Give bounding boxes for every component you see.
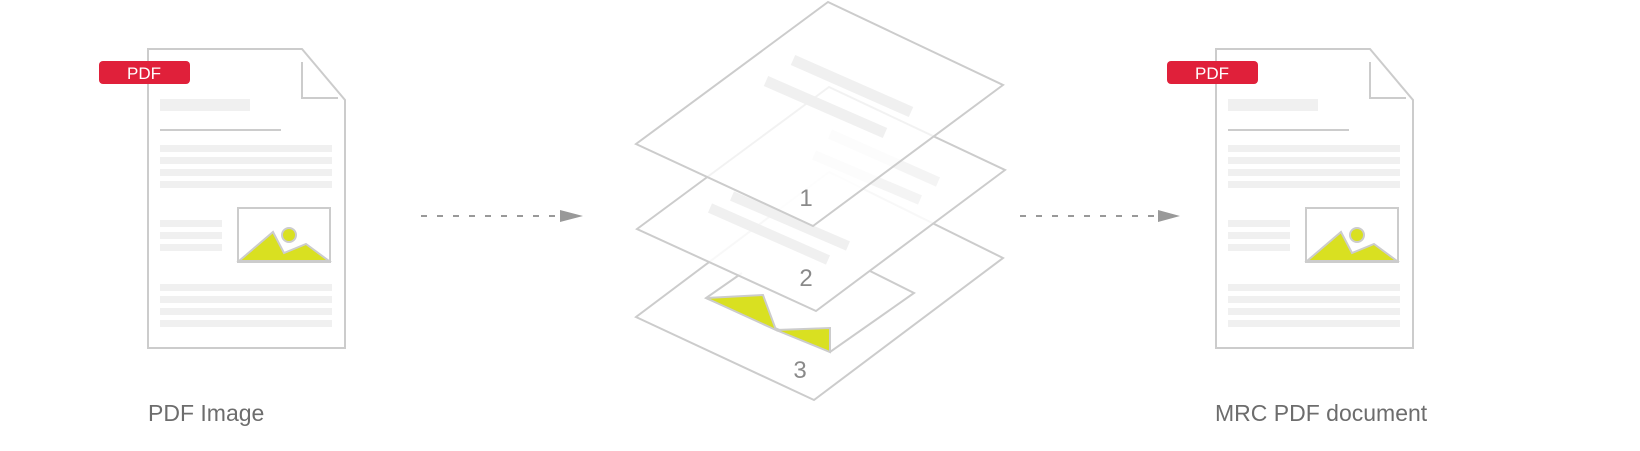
arrow-right-icon — [1020, 210, 1180, 222]
right-caption: MRC PDF document — [1215, 400, 1428, 426]
pdf-badge — [99, 61, 190, 84]
layer-1-text: 1 — [634, 0, 1005, 228]
pdf-badge — [1167, 61, 1258, 84]
pdf-badge-label: PDF — [1195, 64, 1229, 83]
pdf-image-document: PDF — [99, 48, 346, 349]
layer-label: 2 — [799, 265, 812, 292]
left-caption: PDF Image — [148, 400, 265, 426]
mrc-pdf-document: PDF — [1167, 48, 1414, 349]
layer-label: 1 — [799, 185, 812, 212]
layer-label: 3 — [793, 357, 806, 384]
pdf-badge-label: PDF — [127, 64, 161, 83]
arrow-right-icon — [421, 210, 583, 222]
